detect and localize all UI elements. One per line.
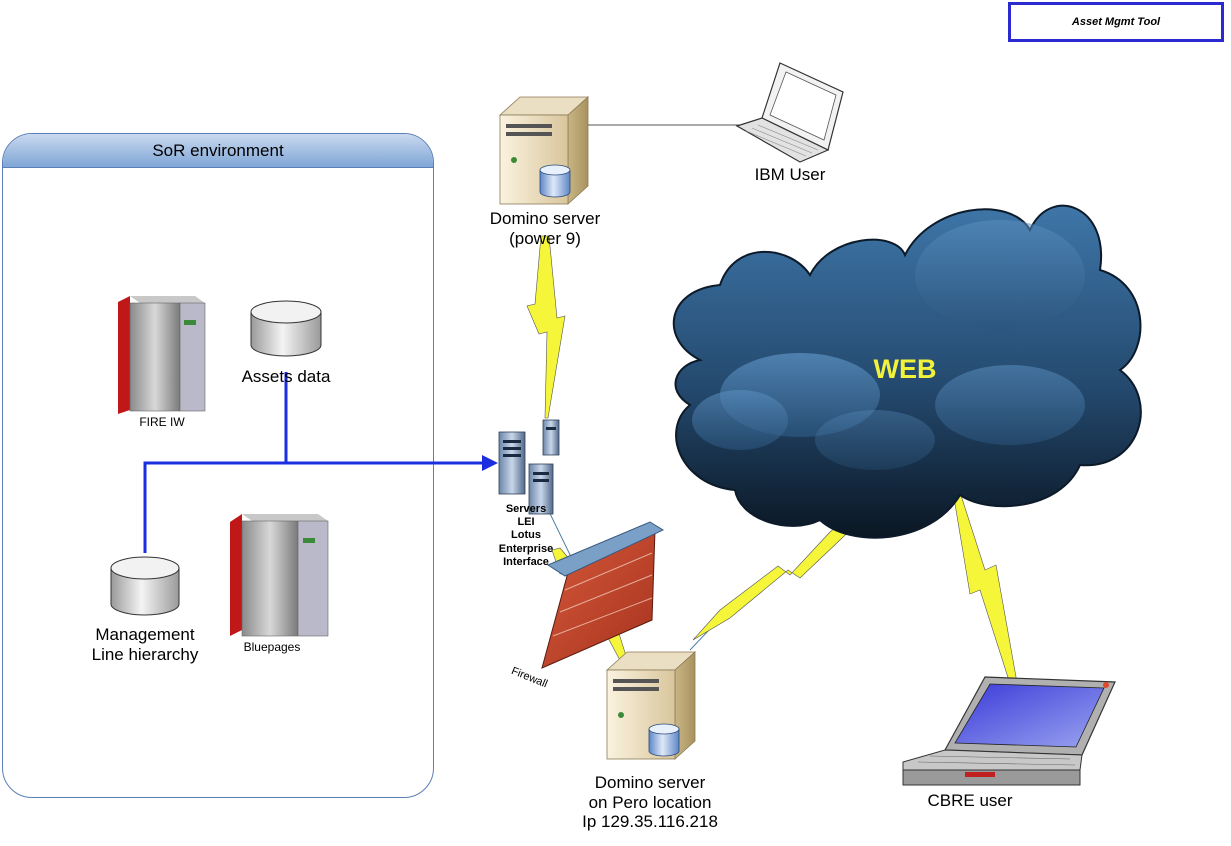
- bluepages-label: Bluepages: [243, 640, 301, 654]
- domino-top-label: Domino server (power 9): [470, 209, 620, 248]
- web-cloud: [672, 204, 1142, 539]
- domino-top-line2: (power 9): [509, 228, 581, 248]
- management-hierarchy-database-icon: [110, 556, 180, 616]
- title-box: Asset Mgmt Tool: [1008, 2, 1224, 42]
- web-label: WEB: [873, 354, 937, 384]
- assets-data-database-icon: [250, 300, 322, 357]
- domino-bottom-line1: Domino server: [594, 773, 706, 792]
- lei-arrowhead: [482, 455, 498, 471]
- lightning-top: [526, 235, 566, 419]
- servers-line3: Lotus: [511, 529, 541, 542]
- lightning-web-right: [951, 485, 1019, 691]
- servers-line5: Interface: [503, 555, 549, 568]
- domino-bottom-line2: on Pero location: [588, 792, 712, 812]
- domino-top-line1: Domino server: [489, 209, 601, 228]
- sor-environment-panel: SoR environment: [2, 133, 434, 798]
- sor-environment-header: SoR environment: [3, 134, 433, 168]
- domino-bottom-line3: Ip 129.35.116.218: [582, 812, 718, 832]
- servers-line4: Enterprise: [498, 542, 554, 555]
- assets-data-label: Assets data: [241, 367, 331, 386]
- firewall-icon: [541, 521, 665, 669]
- cbre-user-label: CBRE user: [927, 791, 1013, 810]
- cbre-user-laptop-icon: [902, 676, 1116, 786]
- sor-to-lei-link: [143, 461, 482, 553]
- management-line-1: Management: [95, 625, 195, 644]
- servers-line1: Servers: [505, 503, 547, 515]
- management-hierarchy-label: Management Line hierarchy: [70, 625, 220, 664]
- domino-server-top-icon: [498, 96, 590, 205]
- fire-iw-label: FIRE IW: [139, 415, 185, 429]
- lei-servers-icon: [498, 419, 560, 515]
- servers-line2: LEI: [517, 516, 535, 529]
- management-line-2: Line hierarchy: [91, 644, 199, 664]
- domino-bottom-label: Domino server on Pero location Ip 129.35…: [560, 773, 740, 832]
- ibm-user-laptop-icon: [735, 62, 844, 163]
- fire-iw-server-rack: [118, 296, 206, 414]
- servers-lei-label: Servers LEI Lotus Enterprise Interface: [486, 503, 566, 569]
- title-label: Asset Mgmt Tool: [1071, 16, 1161, 28]
- bluepages-server-rack: [230, 514, 329, 637]
- domino-server-bottom-icon: [605, 651, 697, 760]
- ibm-user-label: IBM User: [754, 165, 826, 184]
